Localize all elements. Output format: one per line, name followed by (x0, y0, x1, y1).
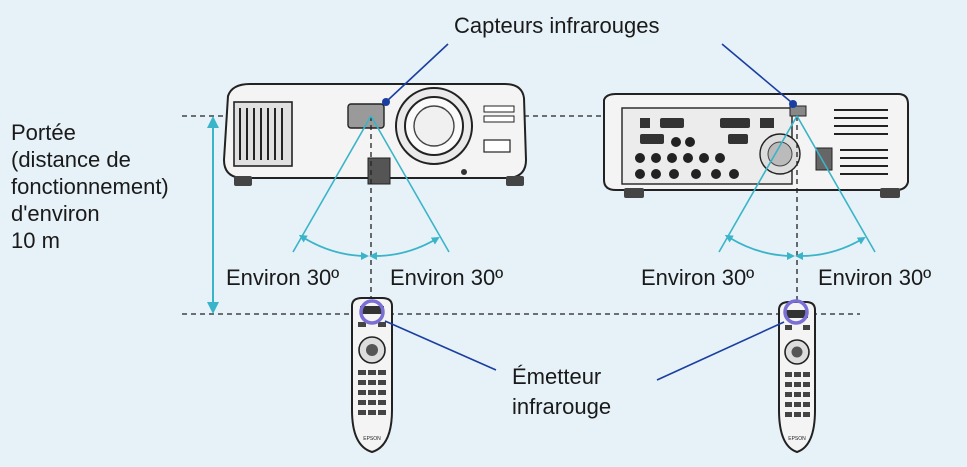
range-label-line-3: fonctionnement) (11, 173, 169, 200)
front-angle-label-right: Environ 30º (390, 264, 503, 291)
range-label-line-4: d'environ (11, 200, 169, 227)
projector-front (224, 84, 526, 186)
rear-angle-label-right: Environ 30º (818, 264, 931, 291)
projector-rear (604, 94, 908, 198)
emitter-label: Émetteur infrarouge (512, 362, 611, 422)
range-label-line-5: 10 m (11, 227, 169, 254)
range-label-line-2: (distance de (11, 146, 169, 173)
range-label-line-1: Portée (11, 119, 169, 146)
emitter-label-line-1: Émetteur (512, 362, 611, 392)
rear-angle-label-left: Environ 30º (641, 264, 754, 291)
range-arrow (207, 116, 219, 314)
front-angle-label-left: Environ 30º (226, 264, 339, 291)
front-sensor-dot (382, 98, 390, 106)
remote-brand-left: EPSON (363, 436, 381, 442)
rear-sensor-dot (789, 100, 797, 108)
emitter-label-line-2: infrarouge (512, 392, 611, 422)
range-label: Portée (distance de fonctionnement) d'en… (11, 119, 169, 254)
remote-brand-right: EPSON (788, 436, 806, 442)
sensors-label: Capteurs infrarouges (454, 12, 659, 39)
